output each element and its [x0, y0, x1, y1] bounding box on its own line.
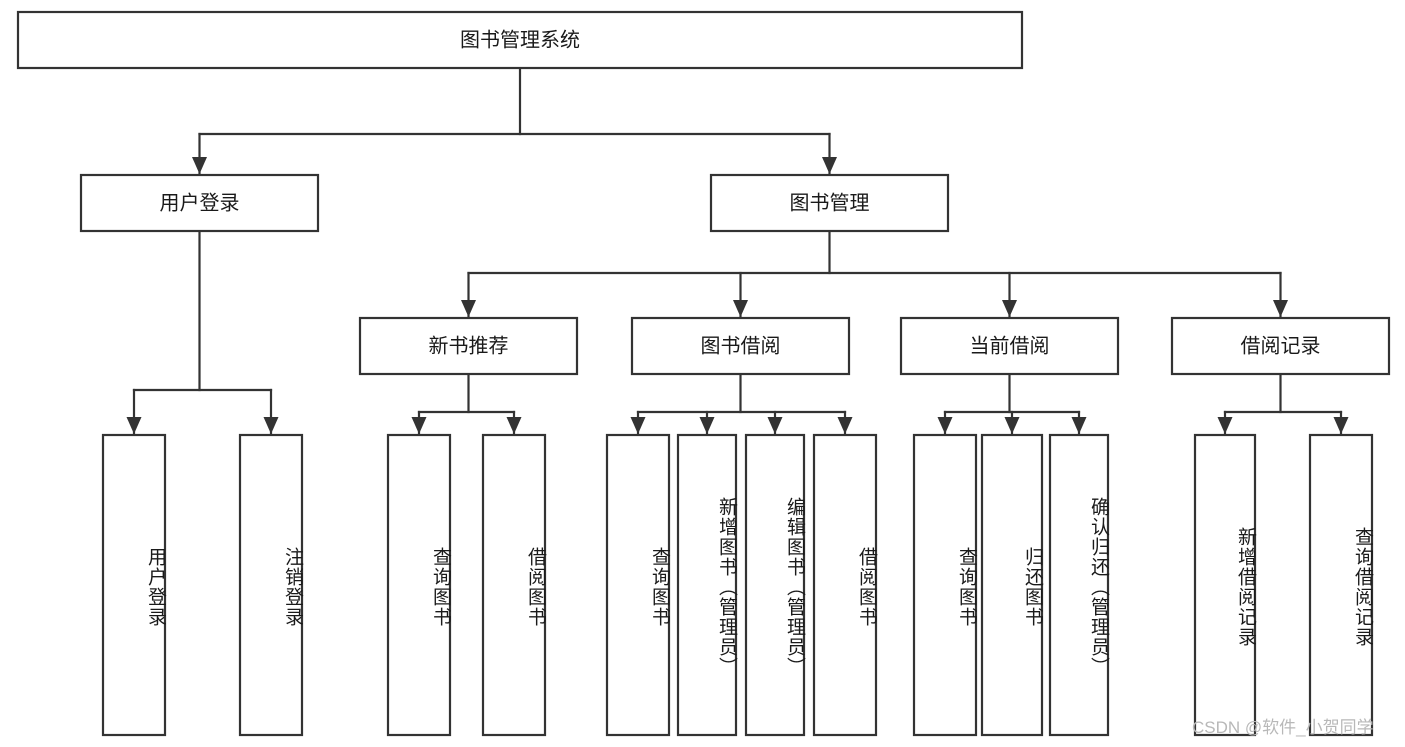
arrow-head-icon: [506, 417, 522, 434]
arrow-head-icon: [837, 417, 853, 434]
node-box-borrow-record[interactable]: [1170, 316, 1391, 376]
node-box-leaf-add-record[interactable]: [1193, 433, 1257, 737]
node-box-leaf-borrow-book-rec[interactable]: [481, 433, 547, 737]
node-box-current-borrow[interactable]: [899, 316, 1120, 376]
arrow-head-icon: [1217, 417, 1233, 434]
node-box-new-book-recommend[interactable]: [358, 316, 579, 376]
arrow-head-icon: [461, 300, 476, 317]
arrow-head-icon: [767, 417, 783, 434]
arrow-head-icon: [411, 417, 427, 434]
arrow-head-icon: [263, 417, 279, 434]
arrow-head-icon: [937, 417, 953, 434]
node-box-leaf-logout[interactable]: [238, 433, 304, 737]
node-box-leaf-query-book-borrow[interactable]: [605, 433, 671, 737]
node-label-borrow-record: 借阅记录: [1241, 334, 1321, 357]
node-box-leaf-user-login[interactable]: [101, 433, 167, 737]
node-box-book-borrow[interactable]: [630, 316, 851, 376]
node-box-user-login[interactable]: [79, 173, 320, 233]
edge-layer: [126, 66, 1349, 435]
node-box-leaf-borrow-book[interactable]: [812, 433, 878, 737]
node-box-book-manage[interactable]: [709, 173, 950, 233]
node-box-leaf-add-book[interactable]: [676, 433, 738, 737]
arrow-head-icon: [1333, 417, 1349, 434]
node-box-leaf-query-record[interactable]: [1308, 433, 1374, 737]
node-label-new-book-recommend: 新书推荐: [429, 334, 509, 357]
arrow-head-icon: [1002, 300, 1017, 317]
arrow-head-icon: [699, 417, 715, 434]
node-box-leaf-edit-book[interactable]: [744, 433, 806, 737]
arrow-head-icon: [1004, 417, 1020, 434]
arrow-head-icon: [822, 157, 837, 174]
node-label-book-borrow: 图书借阅: [701, 334, 781, 357]
node-label-book-manage: 图书管理: [790, 191, 870, 214]
arrow-head-icon: [733, 300, 748, 317]
node-label-root: 图书管理系统: [460, 28, 580, 51]
node-label-user-login: 用户登录: [160, 191, 240, 214]
node-box-layer: [16, 10, 1391, 737]
arrow-head-icon: [1071, 417, 1087, 434]
node-box-leaf-query-book-rec[interactable]: [386, 433, 452, 737]
arrow-head-icon: [630, 417, 646, 434]
node-box-leaf-confirm-return[interactable]: [1048, 433, 1110, 737]
node-box-leaf-return-book[interactable]: [980, 433, 1044, 737]
node-label-current-borrow: 当前借阅: [970, 334, 1050, 357]
arrow-head-icon: [192, 157, 207, 174]
arrow-head-icon: [126, 417, 142, 434]
arrow-head-icon: [1273, 300, 1288, 317]
node-box-leaf-query-book-cur[interactable]: [912, 433, 978, 737]
node-box-root[interactable]: [16, 10, 1024, 70]
